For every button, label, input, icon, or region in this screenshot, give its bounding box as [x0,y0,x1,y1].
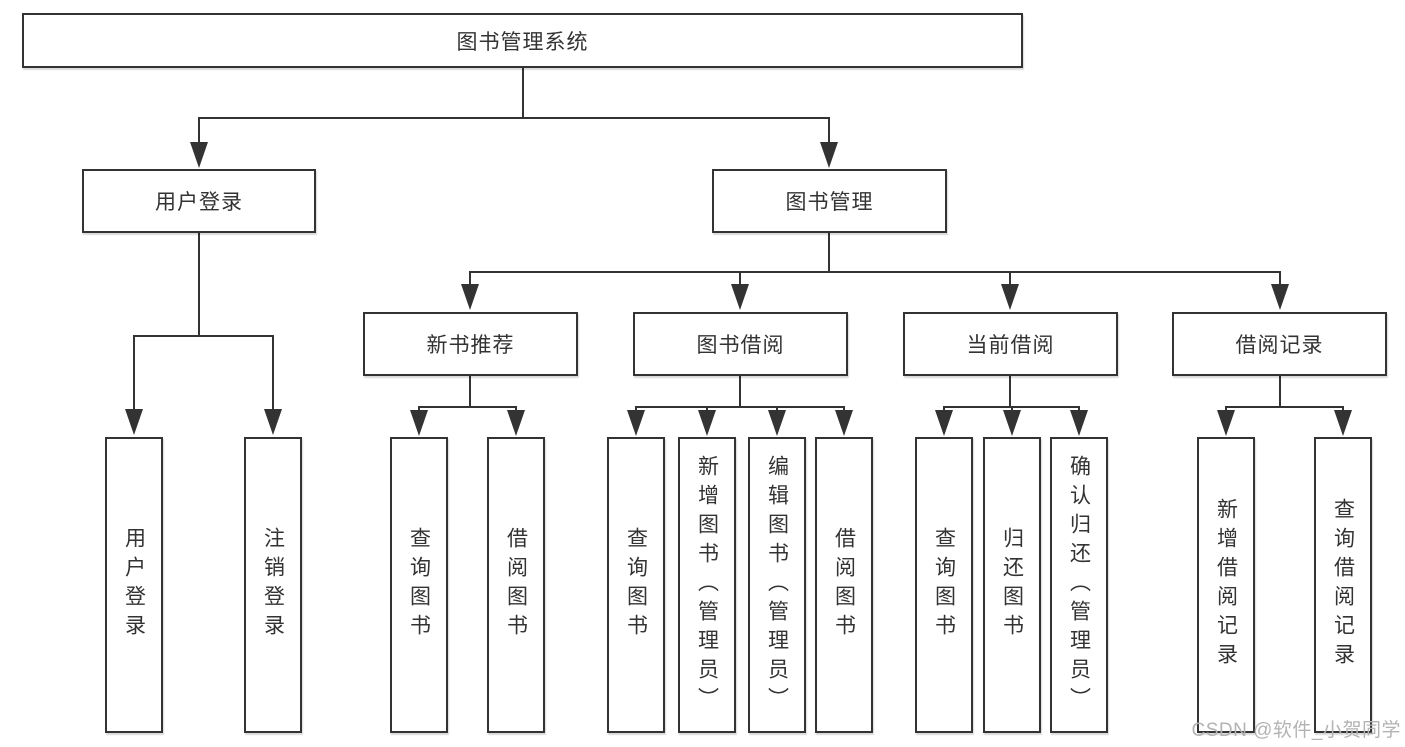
leaf-current-query-books: 查询图书 [915,437,973,733]
leaf-label: 新增借阅记录 [1214,498,1238,672]
leaf-label: 查询图书 [407,527,431,643]
leaf-label: 查询借阅记录 [1331,498,1355,672]
leaf-borrow-edit-books-admin: 编辑图书（管理员） [748,437,806,733]
leaf-borrow-borrow-books: 借阅图书 [815,437,873,733]
leaf-newbook-query-books: 查询图书 [390,437,448,733]
leaf-user-login: 用户登录 [105,437,163,733]
node-label: 图书借阅 [696,334,785,357]
node-current-borrow: 当前借阅 [903,312,1118,376]
leaf-record-query: 查询借阅记录 [1314,437,1372,733]
node-label: 用户登录 [155,191,243,214]
leaf-label: 查询图书 [624,527,648,643]
csdn-watermark: CSDN @软件_小贺同学 [1191,720,1401,741]
node-label: 借阅记录 [1235,334,1324,357]
node-label: 图书管理 [785,191,874,214]
node-borrow-record: 借阅记录 [1172,312,1387,376]
connector-path [133,68,1344,412]
node-book-borrow: 图书借阅 [633,312,848,376]
node-new-book-recommend: 新书推荐 [363,312,578,376]
leaf-borrow-query-books: 查询图书 [607,437,665,733]
leaf-label: 确认归还（管理员） [1067,454,1091,716]
leaf-label: 编辑图书（管理员） [765,454,789,716]
leaf-record-add: 新增借阅记录 [1197,437,1255,733]
node-label: 新书推荐 [426,334,515,357]
node-root-system: 图书管理系统 [22,13,1023,68]
leaf-current-return-books: 归还图书 [983,437,1041,733]
node-user-login: 用户登录 [82,169,316,233]
leaf-label: 注销登录 [261,527,285,643]
leaf-label: 新增图书（管理员） [695,454,719,716]
leaf-current-confirm-return-admin: 确认归还（管理员） [1050,437,1108,733]
leaf-label: 查询图书 [932,527,956,643]
arrowhead-icons [125,142,1352,436]
node-label: 当前借阅 [966,334,1055,357]
leaf-label: 借阅图书 [832,527,856,643]
node-label: 图书管理系统 [456,30,589,54]
leaf-label: 借阅图书 [504,527,528,643]
leaf-logout: 注销登录 [244,437,302,733]
leaf-borrow-add-books-admin: 新增图书（管理员） [678,437,736,733]
leaf-label: 用户登录 [122,527,146,643]
leaf-newbook-borrow-books: 借阅图书 [487,437,545,733]
leaf-label: 归还图书 [1000,527,1024,643]
node-book-management: 图书管理 [712,169,947,233]
